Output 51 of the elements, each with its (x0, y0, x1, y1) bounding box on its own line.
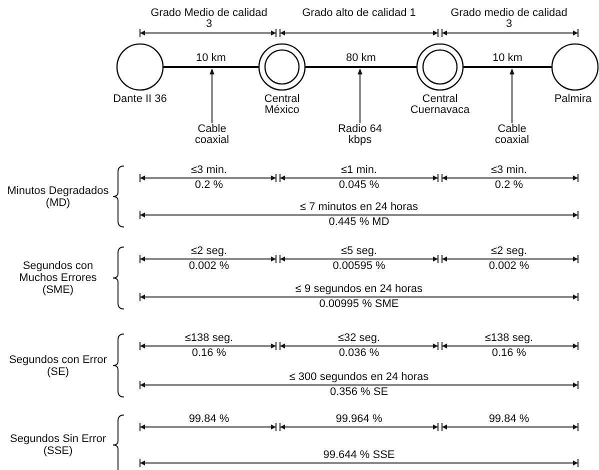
dimension-label: ≤2 seg. (490, 246, 528, 257)
medium-label: Cable coaxial (182, 124, 242, 146)
dimension-label: ≤138 seg. (484, 333, 534, 344)
leader-line (358, 68, 362, 124)
dimension-label: 0.356 % SE (328, 387, 390, 398)
dimension-label: ≤ 300 segundos en 24 horas (288, 372, 430, 383)
leader-line (510, 68, 514, 124)
dimension-label: 0.00595 % (332, 261, 386, 272)
dimension-label: 0.002 % (488, 261, 530, 272)
station-label: Central Cuernavaca (409, 94, 471, 116)
medium-label: Radio 64 kbps (330, 124, 390, 146)
dimension-label: 0.2 % (494, 180, 524, 191)
link-line (305, 66, 417, 68)
dimension-label: ≤138 seg. (184, 333, 234, 344)
dimension-label: ≤1 min. (340, 165, 378, 176)
medium-label: Cable coaxial (482, 124, 542, 146)
dimension-label: 0.445 % MD (328, 217, 390, 228)
dimension-label: 0.2 % (194, 180, 224, 191)
station-label: Palmira (553, 94, 593, 105)
dimension-label: 0.16 % (490, 348, 528, 359)
link-line (163, 66, 259, 68)
dimension-label: ≤ 7 minutos en 24 horas (299, 202, 419, 213)
dimension-label: Grado alto de calidad 1 (301, 8, 417, 19)
dimension-label: 0.036 % (338, 348, 380, 359)
dimension-label: 0.002 % (188, 261, 230, 272)
dimension-label: 0.16 % (190, 348, 228, 359)
metric-label: Segundos con Muchos Errores (SME) (18, 260, 98, 296)
dimension-label: ≤5 seg. (340, 246, 378, 257)
metric-label: Minutos Degradados (MD) (6, 184, 110, 210)
station-label: Central México (263, 94, 301, 116)
dimension-label: ≤3 min. (190, 165, 228, 176)
metric-label: Segundos con Error (SE) (8, 352, 108, 380)
station-label: Dante II 36 (112, 94, 168, 105)
edge-label: 80 km (344, 52, 378, 64)
dimension-label: Grado medio de calidad 3 (450, 8, 568, 30)
dimension-label: 99.84 % (488, 414, 530, 425)
dimension-label: 99.964 % (334, 414, 384, 425)
edge-label: 10 km (194, 52, 228, 64)
edge-label: 10 km (490, 52, 524, 64)
leader-line (210, 68, 214, 124)
dimension-label: ≤ 9 segundos en 24 horas (294, 284, 424, 295)
dimension-label: ≤2 seg. (190, 246, 228, 257)
dimension-label: 0.00995 % SME (318, 299, 400, 310)
dimension-label: 99.84 % (188, 414, 230, 425)
metric-label: Segundos Sin Error (SSE) (9, 432, 107, 459)
link-line (463, 66, 552, 68)
dimension-label: ≤3 min. (490, 165, 528, 176)
dimension-label: 99.644 % SSE (322, 450, 396, 461)
dimension-label: 0.045 % (338, 180, 380, 191)
dimension-label: ≤32 seg. (336, 333, 382, 344)
dimension-label: Grado Medio de calidad 3 (150, 8, 268, 30)
